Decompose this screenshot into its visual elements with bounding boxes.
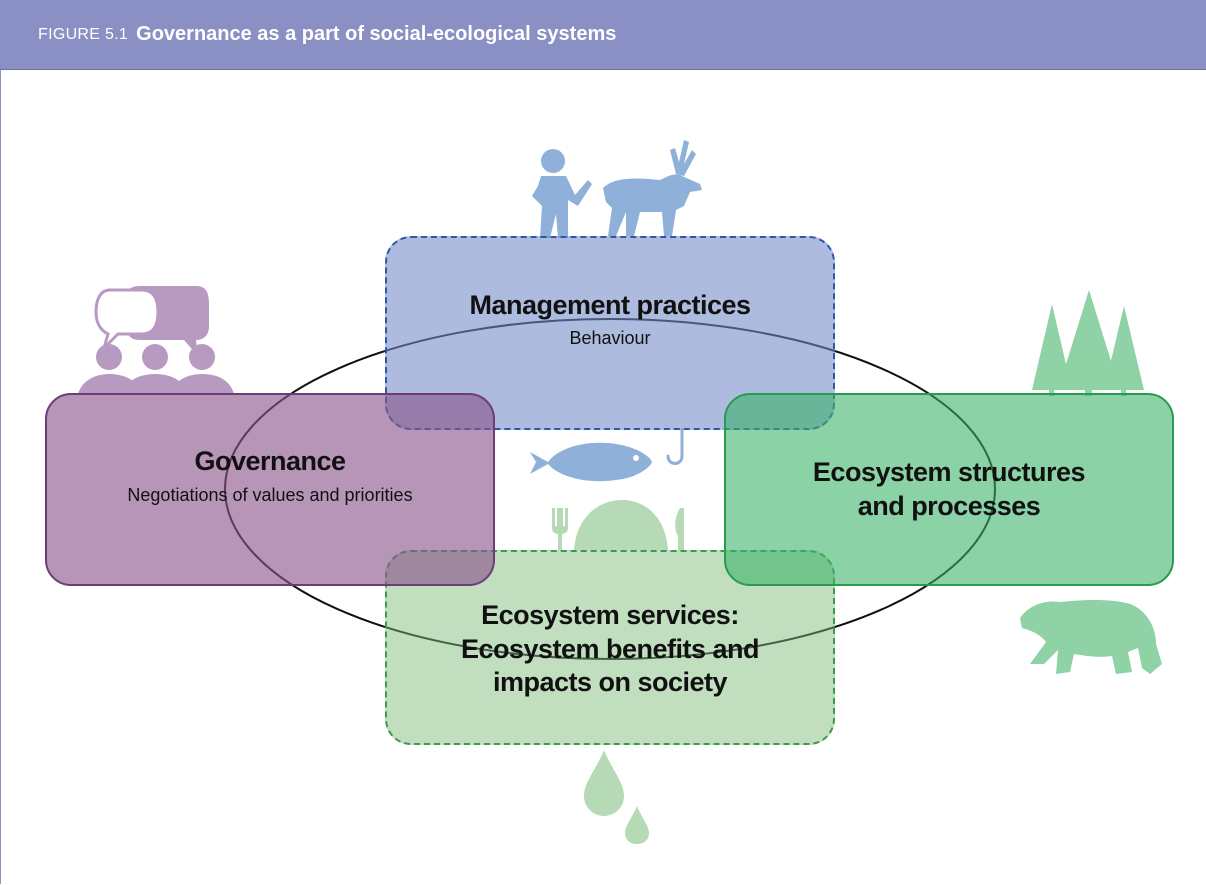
ecosystem-services-title-line2: Ecosystem benefits and: [460, 633, 760, 664]
ecosystem-structures-title: Ecosystem structures and processes: [812, 456, 1086, 524]
speech-bubbles-icon: [94, 286, 209, 356]
governance-box: Governance Negotiations of values and pr…: [45, 393, 495, 586]
figure-number: FIGURE 5.1: [38, 25, 129, 43]
ecosystem-structures-title-line2: and processes: [857, 490, 1041, 521]
management-practices-subtitle: Behaviour: [569, 328, 651, 349]
fish-icon: [530, 442, 652, 482]
bear-icon: [1020, 600, 1162, 674]
ecosystem-structures-title-line1: Ecosystem structures: [812, 456, 1086, 487]
water-drops-icon: [584, 750, 649, 844]
trees-icon: [1032, 290, 1144, 396]
governance-subtitle: Negotiations of values and priorities: [127, 484, 413, 505]
figure-title: Governance as a part of social-ecologica…: [136, 23, 617, 45]
person-icon: [532, 149, 592, 238]
people-group-icon: [78, 344, 234, 394]
ecosystem-services-title-line3: impacts on society: [492, 667, 728, 698]
fishhook-icon: [666, 428, 684, 465]
figure-header: FIGURE 5.1 Governance as a part of socia…: [0, 0, 1206, 70]
ecosystem-services-title: Ecosystem services: Ecosystem benefits a…: [460, 599, 760, 700]
management-practices-title: Management practices: [469, 289, 751, 320]
ecosystem-structures-box: Ecosystem structures and processes: [724, 393, 1174, 586]
governance-title: Governance: [194, 446, 346, 477]
ecosystem-services-title-line1: Ecosystem services:: [481, 599, 739, 630]
plate-cutlery-icon: [552, 500, 684, 550]
reindeer-icon: [603, 140, 702, 236]
